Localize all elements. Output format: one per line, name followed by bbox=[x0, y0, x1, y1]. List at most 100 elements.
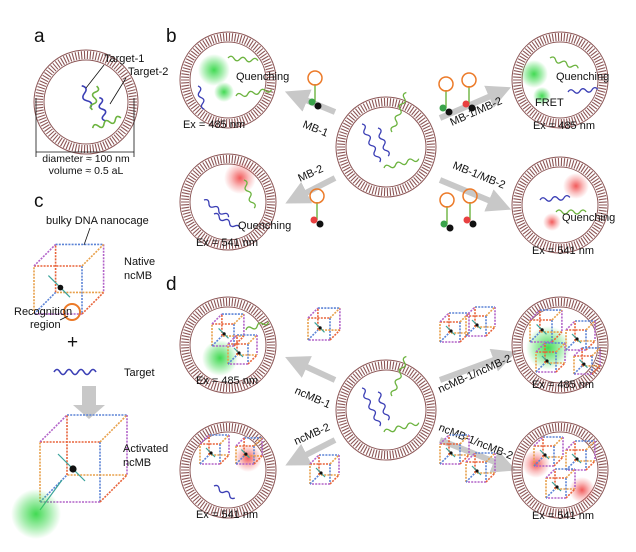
cage-edge bbox=[247, 334, 258, 345]
quencher bbox=[575, 337, 579, 341]
cage-edge bbox=[529, 309, 541, 321]
membrane-inner bbox=[189, 431, 267, 509]
cage-pointer bbox=[83, 227, 91, 246]
ncmb1-label: ncMB-1 bbox=[293, 385, 333, 411]
target2-strand-2 bbox=[91, 115, 122, 129]
recognition-label-2: region bbox=[30, 319, 61, 331]
cage-edge bbox=[329, 329, 341, 341]
target2-strand bbox=[390, 355, 407, 397]
ex-label-b4: Ex = 541 nm bbox=[532, 245, 594, 257]
green-glow bbox=[198, 54, 230, 86]
cage-edge bbox=[211, 335, 223, 347]
green-glow bbox=[526, 326, 570, 370]
cage-edge bbox=[309, 474, 320, 485]
cage-edge bbox=[485, 472, 496, 483]
quencher bbox=[318, 326, 322, 330]
cage-edge bbox=[585, 340, 596, 351]
cage-edge bbox=[253, 437, 263, 447]
cage-edge bbox=[573, 365, 583, 375]
cage-edge bbox=[459, 312, 470, 323]
cage-edge bbox=[253, 455, 263, 465]
panel-label-b: b bbox=[166, 26, 177, 47]
membrane-inner bbox=[189, 163, 267, 241]
target2-strand bbox=[235, 88, 273, 98]
vesicle-d-ncmb12-top bbox=[511, 296, 609, 394]
beacon-mb1 bbox=[307, 70, 323, 110]
membrane-inner bbox=[345, 106, 427, 188]
panel-c: bulky DNA nanocage Native ncMB Recogniti… bbox=[11, 215, 168, 539]
target1-strand bbox=[203, 198, 230, 218]
vesicle-d-ncmb2 bbox=[179, 421, 277, 519]
cage-edge bbox=[233, 335, 245, 347]
quencher bbox=[57, 284, 64, 291]
floating-cage-pair bbox=[465, 306, 496, 337]
target1-label: Target-1 bbox=[104, 53, 144, 65]
vesicle-d-ncmb1 bbox=[179, 296, 277, 394]
membrane-outer bbox=[511, 156, 609, 254]
quencher bbox=[449, 329, 453, 333]
membrane-inner bbox=[189, 41, 267, 119]
recognition-label-1: Recognition bbox=[14, 306, 72, 318]
cage-edge bbox=[211, 313, 223, 325]
fluorophore bbox=[462, 100, 470, 108]
ex-label-d1: Ex = 485 nm bbox=[196, 375, 258, 387]
cage-edge bbox=[219, 434, 230, 445]
cage-edge bbox=[565, 488, 576, 499]
quencher bbox=[555, 485, 559, 489]
vesicle-d-center bbox=[335, 355, 437, 461]
quencher bbox=[540, 328, 544, 332]
lipid-bilayer bbox=[337, 360, 435, 460]
target1-strand bbox=[213, 212, 241, 230]
quencher bbox=[314, 102, 322, 110]
quencher bbox=[244, 452, 248, 456]
arrow-ncmb1 bbox=[285, 356, 337, 383]
target1-strand bbox=[567, 87, 599, 94]
membrane-outer bbox=[511, 421, 609, 519]
red-glow bbox=[234, 444, 262, 472]
native-ncmb-cage bbox=[33, 243, 105, 315]
cage-edge bbox=[309, 454, 320, 465]
cage-edge bbox=[465, 326, 476, 337]
cage-edge bbox=[529, 331, 541, 343]
cage-edge bbox=[485, 306, 496, 317]
lipid-bilayer bbox=[513, 157, 607, 253]
fluorophore bbox=[440, 220, 448, 228]
beacon-loop bbox=[438, 76, 454, 92]
quencher bbox=[469, 220, 477, 228]
target1-pointer bbox=[85, 64, 105, 89]
panel-label-a: a bbox=[34, 26, 45, 47]
arrow-mb12-bottom bbox=[438, 177, 512, 212]
target2-strand bbox=[243, 179, 256, 209]
quencher bbox=[222, 332, 226, 336]
fluorophore bbox=[439, 104, 447, 112]
green-glow bbox=[520, 60, 548, 88]
cage-edge bbox=[551, 309, 563, 321]
membrane-outer bbox=[179, 31, 277, 129]
membrane-outer bbox=[335, 96, 437, 198]
target2-strand bbox=[555, 209, 587, 215]
panel-label-d: d bbox=[166, 274, 177, 295]
arrow-ncmb2 bbox=[285, 437, 337, 466]
target2-strand bbox=[390, 91, 407, 133]
quencher bbox=[316, 220, 324, 228]
beacon-pair-top bbox=[438, 72, 477, 116]
cage-edge bbox=[573, 347, 583, 357]
cage-edge bbox=[565, 440, 576, 451]
cage-edge bbox=[39, 414, 68, 443]
fluorophore bbox=[308, 98, 316, 106]
beacon-loop bbox=[309, 188, 325, 204]
target1-strand bbox=[377, 391, 390, 421]
target1-strand-2 bbox=[98, 96, 107, 122]
quencher bbox=[543, 453, 547, 457]
lipid-bilayer bbox=[513, 32, 607, 128]
cage-edge bbox=[459, 332, 470, 343]
vesicle-b-mb12-top bbox=[511, 31, 609, 129]
fluorophore bbox=[310, 216, 318, 224]
cage-ncmb12 bbox=[565, 320, 596, 351]
recognition-pointer bbox=[59, 315, 69, 321]
quencher bbox=[575, 457, 579, 461]
beacon-loop bbox=[461, 72, 477, 88]
activated-label-1: Activated bbox=[123, 443, 168, 455]
vesicle-a bbox=[33, 49, 139, 155]
